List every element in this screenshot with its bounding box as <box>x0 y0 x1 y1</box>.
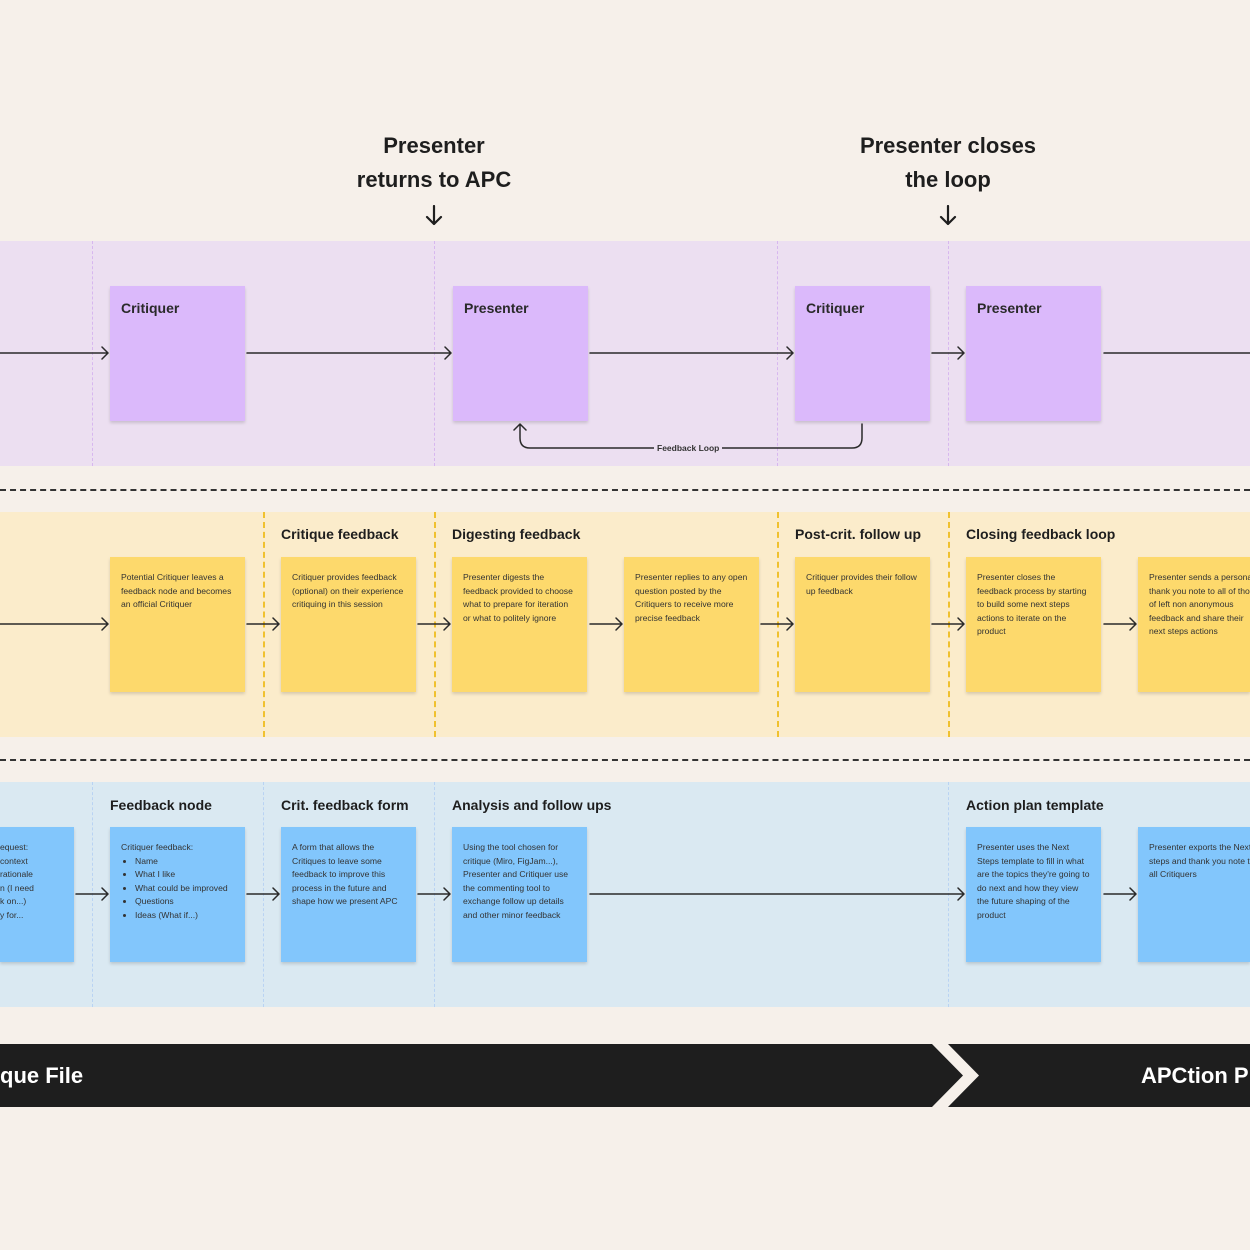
sticky-note[interactable]: Presenter replies to any open question p… <box>624 557 759 692</box>
heading-line: Presenter closes <box>859 133 1037 158</box>
stage-segment <box>0 1044 963 1107</box>
connector-arrow <box>1103 617 1137 631</box>
connector-arrow <box>0 346 109 360</box>
connector-arrow <box>589 346 794 360</box>
sticky-note[interactable]: Using the tool chosen for critique (Miro… <box>452 827 587 962</box>
sticky-line: n (I need <box>0 882 34 893</box>
stage-label: APCtion Pl <box>1141 1063 1250 1088</box>
feedback-list-item: What could be improved <box>135 882 234 896</box>
sticky-feedback-node[interactable]: Critiquer feedback: Name What I like Wha… <box>110 827 245 962</box>
sticky-text: Presenter digests the feedback provided … <box>463 572 573 623</box>
sticky-text: Potential Critiquer leaves a feedback no… <box>121 572 232 609</box>
heading-presenter-closes: Presenter closes the loop <box>838 129 1058 197</box>
sticky-request-partial[interactable]: equest: context rationale n (I need k on… <box>0 827 74 962</box>
arrow-down-icon <box>425 205 443 226</box>
sticky-note[interactable]: Critiquer provides feedback (optional) o… <box>281 557 416 692</box>
sticky-text: Presenter uses the Next Steps template t… <box>977 842 1090 920</box>
heading-line: Presenter <box>383 133 485 158</box>
sticky-text: Presenter exports the Next steps and tha… <box>1149 842 1250 879</box>
sticky-line: k on...) <box>0 896 27 906</box>
sticky-presenter[interactable]: Presenter <box>966 286 1101 421</box>
section-title: Critique feedback <box>281 526 399 542</box>
sticky-note[interactable]: Presenter digests the feedback provided … <box>452 557 587 692</box>
feedback-loop-label: Feedback Loop <box>654 443 723 453</box>
sticky-note[interactable]: A form that allows the Critiques to leav… <box>281 827 416 962</box>
lane-separator <box>0 489 1250 491</box>
connector-arrow <box>931 617 965 631</box>
section-title: Post-crit. follow up <box>795 526 921 542</box>
connector-arrow <box>75 887 109 901</box>
sticky-note[interactable]: Presenter exports the Next steps and tha… <box>1138 827 1250 962</box>
stage-segment <box>948 1044 1250 1107</box>
connector-arrow <box>417 617 451 631</box>
section-title: Feedback node <box>110 797 212 813</box>
sticky-line: context <box>0 855 28 866</box>
sticky-title: Critiquer <box>121 300 180 316</box>
heading-line: the loop <box>905 167 991 192</box>
connector-arrow <box>1103 887 1137 901</box>
connector-arrow <box>760 617 794 631</box>
sticky-title: Presenter <box>464 300 529 316</box>
heading-line: returns to APC <box>356 167 512 192</box>
feedback-list: Name What I like What could be improved … <box>121 855 234 923</box>
sticky-note[interactable]: Potential Critiquer leaves a feedback no… <box>110 557 245 692</box>
feedback-list-item: Ideas (What if...) <box>135 909 234 923</box>
sticky-note[interactable]: Presenter uses the Next Steps template t… <box>966 827 1101 962</box>
arrow-down-icon <box>939 205 957 226</box>
sticky-critiquer[interactable]: Critiquer <box>110 286 245 421</box>
connector-arrow <box>417 887 451 901</box>
section-title: Digesting feedback <box>452 526 581 542</box>
connector-arrow <box>589 617 623 631</box>
connector-arrow <box>246 887 280 901</box>
sticky-note[interactable]: Presenter closes the feedback process by… <box>966 557 1101 692</box>
sticky-intro: Critiquer feedback: <box>121 842 194 852</box>
sticky-text: A form that allows the Critiques to leav… <box>292 842 398 906</box>
sticky-presenter[interactable]: Presenter <box>453 286 588 421</box>
sticky-title: Critiquer <box>806 300 865 316</box>
sticky-line: equest: <box>0 842 29 852</box>
connector-arrow <box>246 617 280 631</box>
heading-presenter-returns: Presenter returns to APC <box>334 129 534 197</box>
feedback-list-item: Questions <box>135 895 234 909</box>
section-title: Analysis and follow ups <box>452 797 612 813</box>
sticky-text: Presenter replies to any open question p… <box>635 572 748 623</box>
sticky-note[interactable]: Critiquer provides their follow up feedb… <box>795 557 930 692</box>
connector-arrow <box>589 887 965 901</box>
connector-arrow <box>246 346 452 360</box>
lane-separator <box>0 759 1250 761</box>
sticky-text: equest: context rationale n (I need k on… <box>0 841 63 922</box>
sticky-text: Critiquer provides their follow up feedb… <box>806 572 917 596</box>
sticky-note[interactable]: Presenter sends a personal thank you not… <box>1138 557 1250 692</box>
sticky-line: rationale <box>0 869 33 879</box>
sticky-critiquer[interactable]: Critiquer <box>795 286 930 421</box>
sticky-text: Using the tool chosen for critique (Miro… <box>463 842 569 920</box>
connector-arrow <box>931 346 965 360</box>
connector-arrow <box>0 617 109 631</box>
stage-label: que File <box>0 1063 84 1088</box>
sticky-text: Critiquer provides feedback (optional) o… <box>292 572 404 609</box>
section-title: Crit. feedback form <box>281 797 409 813</box>
sticky-text: Presenter closes the feedback process by… <box>977 572 1087 636</box>
sticky-title: Presenter <box>977 300 1042 316</box>
sticky-text: Presenter sends a personal thank you not… <box>1149 572 1250 636</box>
section-title: Action plan template <box>966 797 1104 813</box>
sticky-text: Critiquer feedback: Name What I like Wha… <box>121 841 234 922</box>
section-title: Closing feedback loop <box>966 526 1116 542</box>
stage-bar <box>0 1044 1250 1107</box>
sticky-line: y for... <box>0 909 24 920</box>
feedback-list-item: What I like <box>135 868 234 882</box>
feedback-list-item: Name <box>135 855 234 869</box>
